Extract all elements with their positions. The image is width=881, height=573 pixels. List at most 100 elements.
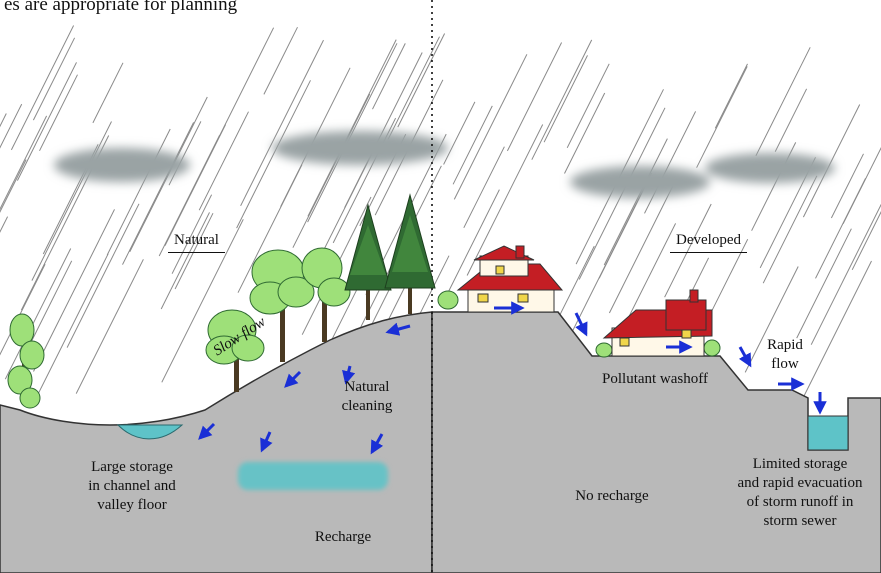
rain-streak xyxy=(237,164,303,293)
rain-streak xyxy=(664,203,712,298)
flow-arrow xyxy=(260,431,273,453)
flow-arrow xyxy=(198,422,216,440)
rain-streak xyxy=(0,113,7,128)
rain-streak xyxy=(164,124,227,246)
recharge-label: Recharge xyxy=(314,529,372,545)
clouds xyxy=(54,131,835,198)
rain-streak xyxy=(608,186,674,314)
rain-streak xyxy=(543,55,588,143)
rain-streak xyxy=(506,42,563,152)
flow-arrow xyxy=(738,346,752,368)
rain-streak xyxy=(26,260,73,350)
conifer-1 xyxy=(344,203,392,320)
rain-streak xyxy=(531,39,593,160)
rain-streak xyxy=(466,124,544,276)
rain-streak xyxy=(463,146,505,229)
groundwater-recharge-zone xyxy=(238,462,388,490)
rain-streak xyxy=(31,121,112,281)
rain-streak xyxy=(0,103,23,149)
cloud-right-b xyxy=(705,153,835,183)
rain-streak xyxy=(75,259,144,394)
rain-streak xyxy=(755,47,811,157)
rain-streak xyxy=(32,37,76,121)
rain-streak xyxy=(851,211,881,271)
rain-streak xyxy=(452,105,493,185)
rain-streak xyxy=(387,36,440,140)
rain-streak xyxy=(453,54,528,200)
rain-streak xyxy=(66,203,140,348)
rain-streak xyxy=(774,88,808,152)
rain-streak xyxy=(263,26,298,95)
rain-streak xyxy=(815,178,866,279)
flow-arrow xyxy=(574,312,588,337)
rain-streak xyxy=(160,212,210,310)
rain-streak xyxy=(443,101,476,165)
rain-streak xyxy=(307,39,397,217)
cloud-right-a xyxy=(570,166,710,198)
natural-heading: Natural xyxy=(168,232,225,253)
rain-streak xyxy=(744,266,799,373)
rain-streak xyxy=(445,189,500,297)
rain-streak xyxy=(161,219,244,383)
rain-streak xyxy=(644,111,697,214)
rain-streak xyxy=(566,63,610,149)
limited-storage-label: Limited storage and rapid evacuation of … xyxy=(737,456,863,529)
rain-streak xyxy=(0,263,46,356)
rain-streak xyxy=(4,248,72,380)
flow-arrow xyxy=(370,433,384,455)
rain-streak xyxy=(16,62,77,181)
rain-streak xyxy=(292,93,371,248)
rain-streak xyxy=(696,66,748,168)
tree-3 xyxy=(301,247,351,342)
tree-1 xyxy=(205,309,265,392)
rain-streak xyxy=(236,80,311,229)
rain-streak xyxy=(802,104,861,218)
rain-streak xyxy=(762,175,818,284)
vegetation xyxy=(7,193,721,409)
rain-streak xyxy=(603,138,668,266)
rain-streak xyxy=(38,253,109,394)
rain-streak xyxy=(0,159,27,213)
rain-streak xyxy=(830,153,864,219)
hedge-right xyxy=(437,290,721,358)
rain-streak xyxy=(564,92,606,174)
rain-streak xyxy=(842,146,881,225)
rain-streak xyxy=(714,63,748,129)
stream-channel-water xyxy=(116,424,184,440)
rain-streak xyxy=(171,194,213,274)
rain-streak xyxy=(198,111,249,211)
rain-streak xyxy=(39,74,78,152)
cloud-left xyxy=(54,148,190,182)
rain-streak xyxy=(397,33,446,128)
flow-arrow xyxy=(342,365,356,385)
rain-streak xyxy=(33,209,115,372)
no-recharge-label: No recharge xyxy=(575,488,649,504)
rain-streak xyxy=(106,128,171,256)
conifer-2 xyxy=(384,193,436,314)
cloud-center xyxy=(272,131,448,165)
storm-sewer-water xyxy=(807,415,849,451)
rain-streak xyxy=(372,43,406,110)
rain-streak xyxy=(10,25,75,151)
house-upper xyxy=(456,245,564,313)
developed-heading: Developed xyxy=(670,232,747,253)
rain-streak xyxy=(122,122,195,265)
ground-natural xyxy=(0,311,433,573)
tree-2 xyxy=(249,249,315,362)
flow-arrow xyxy=(385,322,411,336)
flow-arrows xyxy=(198,301,827,455)
rain-streak xyxy=(92,62,124,124)
large-storage-label: Large storage in channel and valley floo… xyxy=(88,459,176,513)
rain-streak xyxy=(240,39,324,207)
flow-arrow xyxy=(284,370,302,388)
rain-streak xyxy=(174,212,214,290)
rapid-flow-label: Rapid flow xyxy=(767,337,803,372)
rain-streak xyxy=(0,216,9,233)
rain-streak xyxy=(0,115,48,211)
rain-streak xyxy=(796,228,852,339)
shrub-left xyxy=(7,313,45,409)
natural-cleaning-label: Natural cleaning xyxy=(341,379,393,414)
rain-streak xyxy=(810,203,881,345)
house-lower xyxy=(602,289,713,357)
